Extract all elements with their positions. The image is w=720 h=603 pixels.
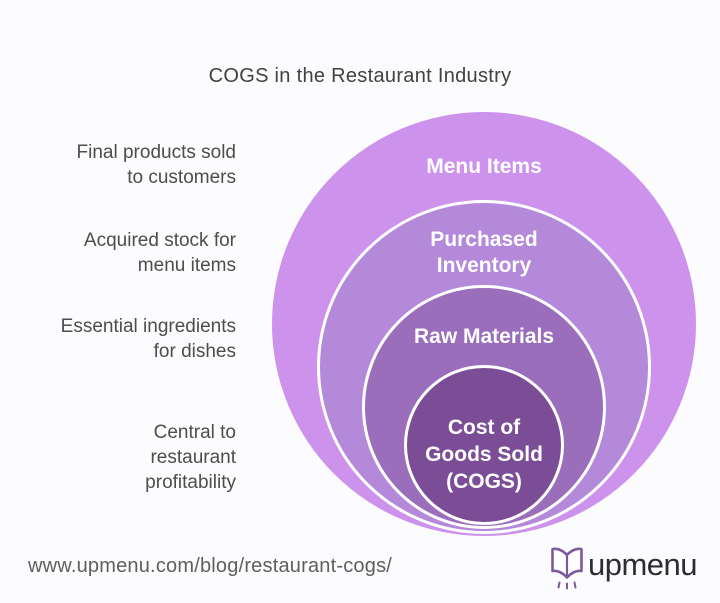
ring-label-menu-items: Menu Items (426, 155, 542, 178)
upmenu-logo: upmenu (548, 542, 698, 592)
side-label-cogs: Central to restaurant profitability (145, 422, 236, 493)
source-url: www.upmenu.com/blog/restaurant-cogs/ (28, 555, 393, 577)
brand-name: upmenu (588, 547, 698, 582)
circle-cogs (404, 365, 564, 525)
ring-label-raw-materials: Raw Materials (413, 325, 555, 348)
open-menu-book-icon (548, 542, 586, 592)
side-label-menu-items: Final products sold to customers (76, 142, 236, 188)
ring-label-cogs: Cost of Goods Sold (COGS) (425, 416, 543, 493)
page-title: COGS in the Restaurant Industry (208, 65, 512, 88)
ring-label-purchased-inventory: Purchased Inventory (430, 228, 538, 277)
side-label-purchased-inventory: Acquired stock for menu items (83, 230, 236, 276)
side-label-raw-materials: Essential ingredients for dishes (60, 316, 236, 362)
